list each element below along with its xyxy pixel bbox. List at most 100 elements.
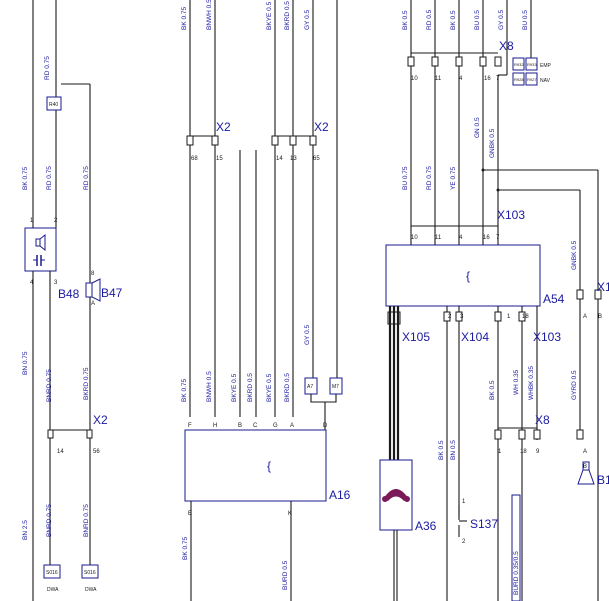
pin-x8-7: 7 [496,76,500,82]
wire-bkrd05-b: BKRD 0.5 [284,373,291,402]
label-x8-low: X8 [535,413,550,427]
dwa-label-2: DWA [85,587,97,593]
pin-a16-a: A [290,423,294,429]
label-a36: A36 [415,519,437,533]
middle-circuit: X2 X2 68 15 14 13 65 A7 M7 { A16 F H B C… [181,0,351,601]
wire-bn075: BN 0.75 [22,351,29,375]
burd-bundle [511,494,521,601]
ref-s016-a-label: S016 [46,570,58,576]
pin-a16-b: B [238,423,242,429]
ref-r932-label: R932 [514,62,524,67]
wire-wh035: WH 0.35 [513,369,520,395]
pin-b47-a: A [91,301,95,307]
left-circuit: R40 B48 1 2 4 3 B47 8 A [22,0,123,601]
pin-x8-18: 18 [520,449,527,455]
right-circuit: X8 10 11 4 16 7 R932 R933 R928 R927 EMP … [379,0,609,601]
wire-bk05-x103: BK 0.5 [489,380,496,400]
ref-s016-b-label: S016 [84,570,96,576]
wire-bnrd075-d: BNRD 0.75 [83,504,90,537]
label-a54: A54 [543,292,565,306]
pin-a54-11: 11 [435,235,442,241]
pin-a16-f: F [188,423,192,429]
pin-x2-14: 14 [57,449,64,455]
pin-x103-1: 1 [507,314,511,320]
label-x2-left: X2 [93,413,108,427]
pin-b13-a: A [583,449,587,455]
pin-x2-68: 68 [191,156,198,162]
pin-a54-7: 7 [496,235,500,241]
wire-rd075-top: RD 0.75 [44,56,51,80]
wire-rd075-b47: RD 0.75 [83,166,90,190]
label-x2-mid-b: X2 [314,120,329,134]
label-b47: B47 [101,286,123,300]
wire-bnrd075-b: BKRD 0.75 [83,367,90,400]
wire-bk075-mid: BK 0.75 [181,6,188,30]
wire-gnbk05-a: GNBK 0.5 [489,128,496,158]
wire-bk075-left: BK 0.75 [22,166,29,190]
wire-gy05-a16: GY 0.5 [304,324,311,345]
pin-x8-9: 9 [536,449,540,455]
pin-a54-10: 10 [411,235,418,241]
pin-x10-b: B [598,314,602,320]
a54-symbol: { [466,269,470,283]
wire-whbk035: WHBK 0.35 [528,366,535,400]
pin-a16-d: D [323,423,328,429]
wire-bnwh05-a16: BNWH 0.5 [206,371,213,402]
label-b48: B48 [58,287,80,301]
wire-bkrd05-a: BKRD 0.5 [247,373,254,402]
pin-a16-e: E [188,511,192,517]
wire-bk05-top: BK 0.5 [402,10,409,30]
label-x2-mid-a: X2 [216,120,231,134]
ref-r933-label: R933 [527,62,537,67]
wire-bk075-low: BK 0.75 [182,536,189,560]
ref-r928-label: R928 [514,77,524,82]
label-x105: X105 [402,330,430,344]
pin-x8-1: 1 [498,449,502,455]
wire-burd035: BURD 0.35/0.5 [513,551,520,595]
wire-bu05-top2: BU 0.5 [522,10,529,30]
wire-rd075-r: RD 0.75 [426,166,433,190]
ref-r927 [525,72,538,86]
fuse-r40 [46,96,62,111]
pin-x104-2: 2 [448,314,452,320]
dwa-label-1: DWA [47,587,59,593]
pin-x2-65: 65 [313,156,320,162]
pin-x103-18: 18 [522,314,529,320]
ref-s016-b [81,564,99,579]
wire-gy05-r: GY 0.5 [498,9,505,30]
wire-bu075: BU 0.75 [402,166,409,190]
pin-s137-2: 2 [462,539,466,545]
wire-bnrd075-c: BNRD 0.75 [46,504,53,537]
label-a16: A16 [329,488,351,502]
pin-x104-3: 3 [460,314,464,320]
wire-bkye05-top: BKYE 0.5 [266,1,273,30]
wire-bkye05-b: BKYE 0.5 [266,373,273,402]
wire-bnrd075-a: BNRD 0.75 [46,369,53,402]
wire-gnbk05-b: GNBK 0.5 [571,240,578,270]
pin-b13-b: B [583,464,587,470]
pin-x2-15: 15 [216,156,223,162]
ref-m7-label: M7 [332,384,339,390]
wire-bk05-x104: BK 0.5 [438,440,445,460]
pin-x2-56: 56 [93,449,100,455]
component-s137 [458,505,467,537]
component-a54 [385,244,541,307]
wire-bkye05-a: BKYE 0.5 [231,373,238,402]
wire-bnwh05-top: BNWH 0.5 [206,0,213,30]
wire-rd075-mid: RD 0.75 [46,166,53,190]
label-b13: B13 [597,473,609,487]
pin-s137-1: 1 [462,499,466,505]
ref-r927-label: R927 [527,77,537,82]
pin-a54-16: 16 [483,235,490,241]
pin-a16-h: H [213,423,217,429]
pin-a16-k: K [288,511,292,517]
pin-x2-13: 13 [290,156,297,162]
ref-a7-label: A7 [307,384,313,390]
wire-gy05-top: GY 0.5 [304,9,311,30]
pin-x2-14b: 14 [276,156,283,162]
component-b47 [85,278,101,302]
pin-a16-c: C [253,423,258,429]
ref-s016-a [43,564,61,579]
pin-b48-2: 2 [54,218,58,224]
